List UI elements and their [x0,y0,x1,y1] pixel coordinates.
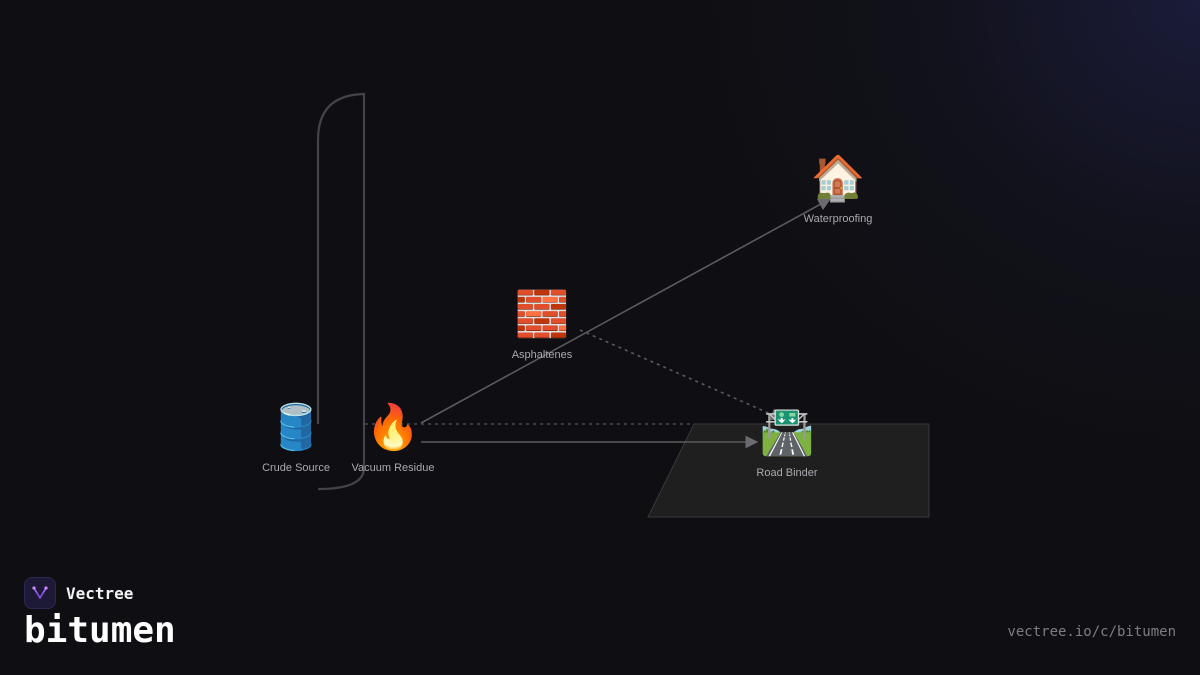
oil-barrel-icon: 🛢️ [268,402,324,453]
node-label-asphaltenes: Asphaltenes [511,349,573,361]
node-vacuum-residue[interactable]: 🔥 Vacuum Residue [333,402,453,474]
node-label-road-binder: Road Binder [756,467,818,479]
edge-asphaltenes-to-road-binder [579,329,784,421]
node-waterproofing[interactable]: 🏠 Waterproofing [778,153,898,225]
node-label-crude-source: Crude Source [262,462,330,474]
node-crude-source[interactable]: 🛢️ Crude Source [236,402,356,474]
fire-icon: 🔥 [365,402,421,453]
node-label-vacuum-residue: Vacuum Residue [351,462,435,474]
edge-vacuum-residue-to-waterproofing [420,198,832,424]
motorway-icon: 🛣️ [759,407,815,458]
vectree-logo-icon [24,577,56,609]
node-road-binder[interactable]: 🛣️ Road Binder [727,407,847,479]
road-surface-shape [647,423,930,518]
house-icon: 🏠 [810,153,866,204]
page-title: bitumen [24,610,176,651]
node-label-waterproofing: Waterproofing [803,213,873,225]
brand-name: Vectree [66,583,134,603]
brand[interactable]: Vectree [24,577,133,609]
node-asphaltenes[interactable]: 🧱 Asphaltenes [482,289,602,361]
distillation-column-outline [316,92,366,491]
page-url[interactable]: vectree.io/c/bitumen [1007,624,1176,640]
brick-icon: 🧱 [514,289,570,340]
